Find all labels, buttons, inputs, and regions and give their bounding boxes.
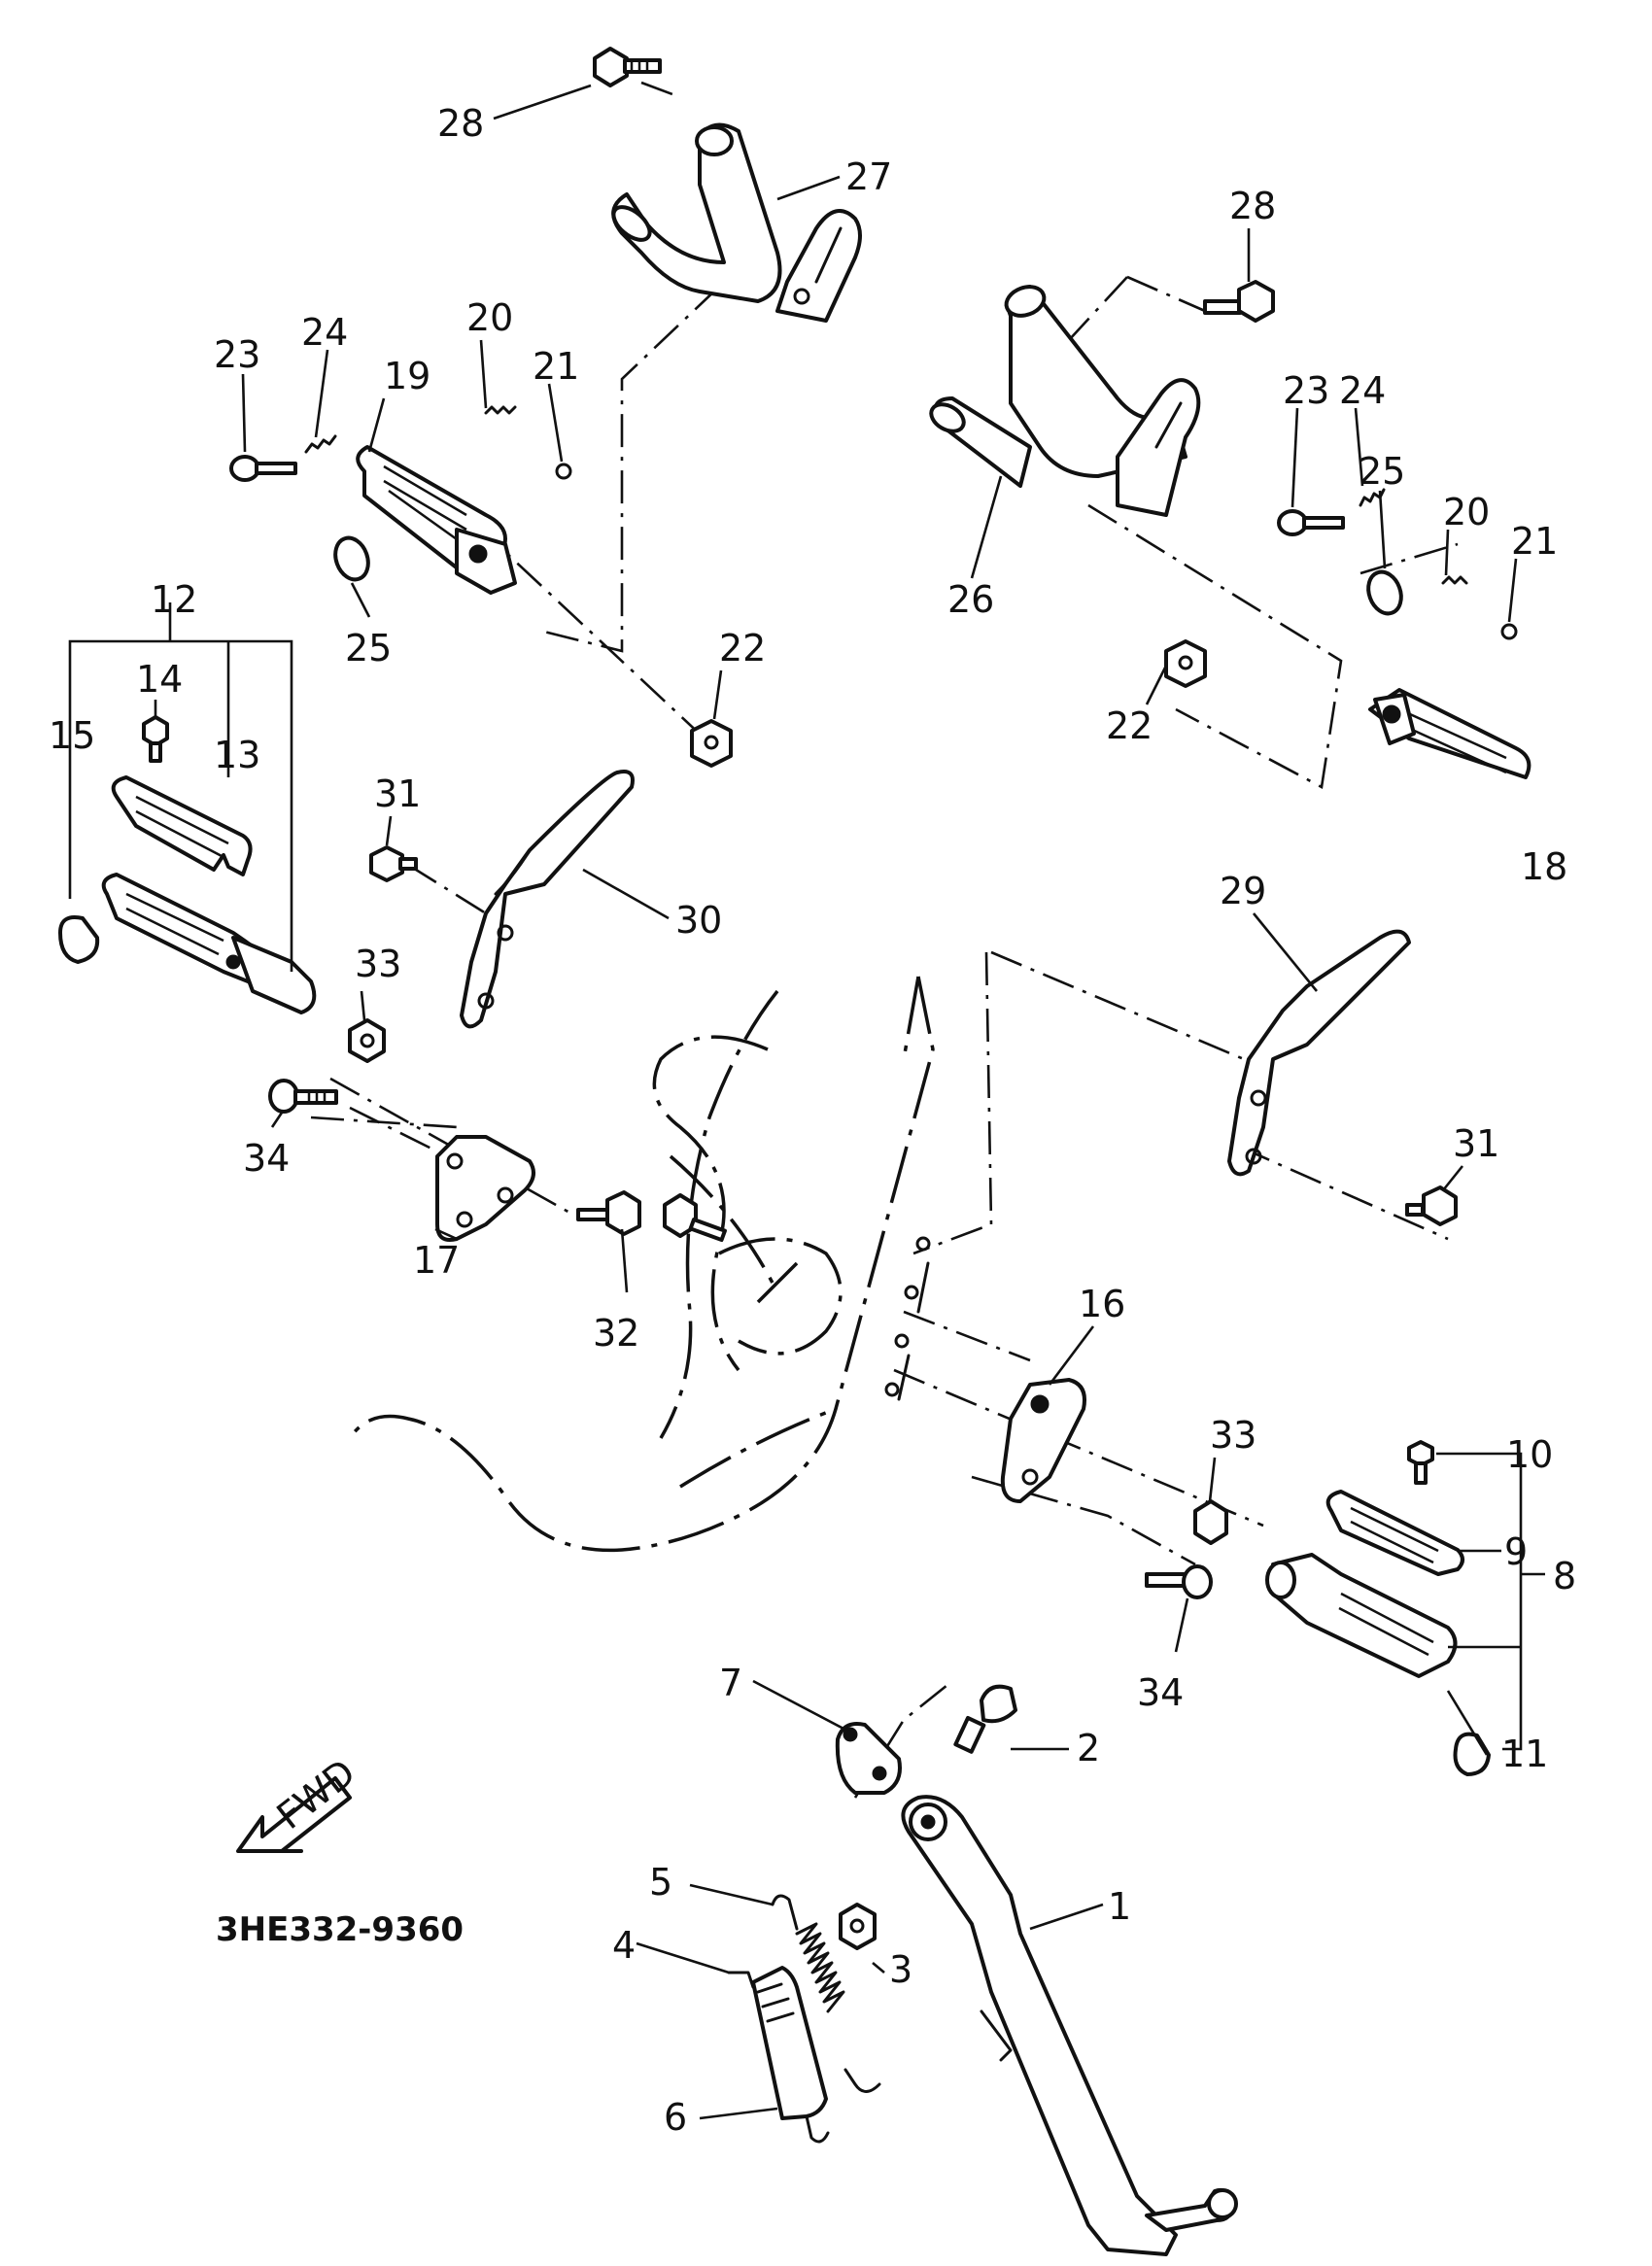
callout-32: 32 — [593, 1312, 639, 1355]
callout-19: 19 — [384, 355, 430, 397]
callout-22: 22 — [1106, 704, 1153, 747]
callout-15: 15 — [49, 714, 95, 757]
callout-28: 28 — [1229, 185, 1276, 227]
bracket-17 — [435, 1135, 535, 1242]
callout-14: 14 — [136, 658, 183, 701]
collar-25-right — [1366, 569, 1403, 616]
rubber-11 — [1453, 1732, 1491, 1776]
bolt-32-b — [663, 1193, 727, 1243]
spring-24-left — [304, 434, 337, 454]
callout-24: 24 — [301, 311, 348, 354]
footrest-9 — [1325, 1490, 1464, 1576]
footrest-bracket-27 — [611, 122, 862, 323]
callout-5: 5 — [649, 1861, 672, 1904]
callout-10: 10 — [1506, 1433, 1553, 1476]
bolt-14 — [142, 715, 169, 763]
collar-25-left — [333, 535, 370, 582]
callout-24: 24 — [1339, 369, 1386, 412]
callout-3: 3 — [889, 1948, 912, 1991]
plate-7 — [835, 1722, 902, 1795]
bolt-31-left — [369, 845, 418, 882]
ball-21-right — [1500, 623, 1518, 640]
callout-4: 4 — [612, 1924, 636, 1967]
footrest-12 — [101, 873, 317, 1014]
callout-29: 29 — [1220, 870, 1266, 912]
callout-25: 25 — [345, 627, 392, 670]
callout-6: 6 — [664, 2096, 687, 2139]
bracket-16 — [1000, 1378, 1086, 1503]
forward-arrow-icon: FWD — [236, 1751, 363, 1853]
callout-17: 17 — [413, 1239, 460, 1282]
footrest-13 — [111, 775, 253, 876]
callout-26: 26 — [947, 578, 994, 621]
bolt-2 — [953, 1684, 1017, 1754]
sidestand-1 — [901, 1795, 1238, 2256]
bolt-23-right — [1277, 509, 1345, 536]
footrest-bracket-26 — [929, 285, 1201, 517]
nut-22-left — [690, 719, 733, 768]
nut-3 — [839, 1903, 877, 1950]
callout-25: 25 — [1359, 450, 1405, 493]
bolt-28-right — [1203, 280, 1275, 323]
frame-outline — [348, 976, 935, 1553]
nut-33-left — [348, 1018, 386, 1063]
callout-34: 34 — [243, 1137, 290, 1180]
spring-6 — [751, 1966, 830, 2144]
spring-5 — [771, 1894, 881, 2093]
callout-33: 33 — [1210, 1414, 1256, 1457]
callout-33: 33 — [355, 943, 401, 985]
callout-7: 7 — [719, 1662, 742, 1704]
bolt-28-upper — [593, 47, 662, 87]
callout-21: 21 — [533, 345, 579, 388]
rubber-15 — [58, 915, 100, 964]
bolt-34-right — [1145, 1564, 1213, 1599]
spring-hook-4 — [727, 1971, 755, 1989]
bolt-23-left — [229, 455, 297, 482]
detent-spring-20-left — [484, 405, 517, 415]
callout-12: 12 — [151, 578, 197, 621]
diagram-code: 3HE332-9360 — [216, 1910, 464, 1949]
callout-20: 20 — [466, 296, 513, 339]
callout-20: 20 — [1443, 491, 1490, 533]
bolt-34-left — [268, 1079, 338, 1114]
nut-22-right — [1164, 639, 1207, 688]
bolt-10 — [1407, 1440, 1434, 1485]
callout-9: 9 — [1504, 1530, 1528, 1573]
heel-plate-29 — [1227, 929, 1411, 1177]
callout-21: 21 — [1511, 520, 1558, 563]
footrest-18 — [1368, 688, 1532, 779]
detent-spring-20-right — [1441, 575, 1468, 585]
callout-30: 30 — [675, 899, 722, 942]
callout-23: 23 — [214, 333, 260, 376]
callout-23: 23 — [1283, 369, 1329, 412]
callout-27: 27 — [845, 155, 892, 198]
footrest-19 — [356, 445, 517, 595]
callout-13: 13 — [214, 734, 260, 776]
nut-33-right — [1193, 1499, 1228, 1545]
callout-31: 31 — [374, 772, 421, 815]
ball-21-left — [555, 463, 572, 480]
callout-1: 1 — [1108, 1885, 1131, 1928]
callout-31: 31 — [1453, 1122, 1499, 1165]
callout-22: 22 — [719, 627, 766, 670]
bolt-31-right — [1405, 1185, 1458, 1226]
callout-8: 8 — [1553, 1555, 1576, 1597]
callout-11: 11 — [1501, 1733, 1548, 1775]
bolt-32-a — [576, 1190, 641, 1236]
callout-34: 34 — [1137, 1671, 1184, 1714]
callout-28: 28 — [437, 102, 484, 145]
callout-2: 2 — [1077, 1727, 1100, 1769]
heel-plate-30 — [460, 770, 635, 1029]
footrest-8 — [1265, 1553, 1458, 1678]
callouts: 28 27 28 20 23 24 19 21 23 24 25 20 21 2… — [49, 102, 1576, 2139]
callout-18: 18 — [1521, 845, 1567, 888]
callout-16: 16 — [1079, 1283, 1125, 1325]
leader-lines — [68, 84, 1545, 2120]
